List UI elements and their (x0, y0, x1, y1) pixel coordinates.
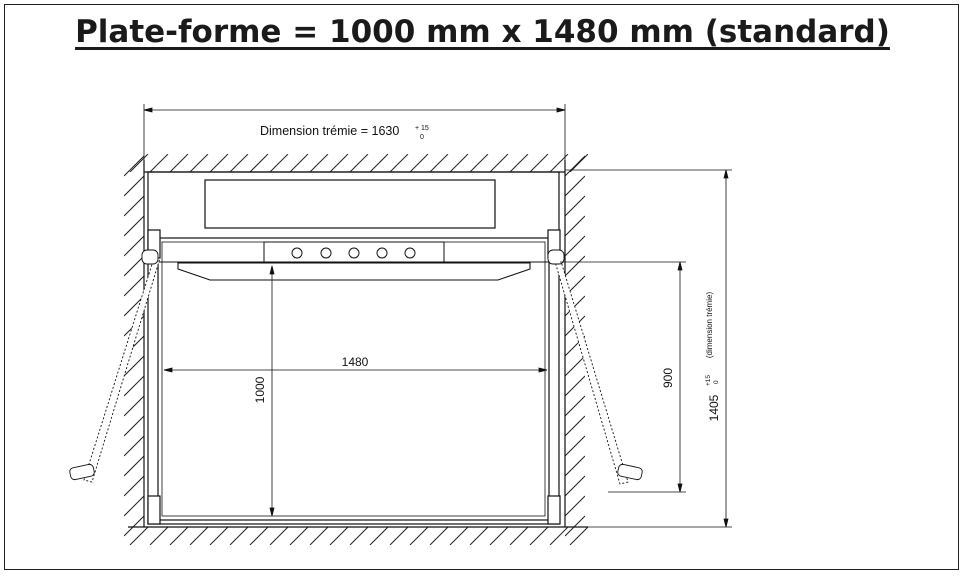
inner-shaft (147, 171, 560, 525)
platform-depth-label: 1000 (253, 376, 267, 403)
trémie-width-tol-upper: + 15 (415, 125, 429, 132)
platform-width-label: 1480 (342, 355, 369, 369)
dimension-1000 (269, 265, 275, 517)
top-wall-hatch (129, 154, 588, 172)
left-swing-ramp (69, 249, 161, 483)
trémie-depth-note: (dimension trémie) (705, 292, 714, 359)
trémie-depth-tol-upper: +15 (705, 375, 712, 386)
handrail (177, 262, 531, 281)
page-title: Plate-forme = 1000 mm x 1480 mm (standar… (75, 14, 890, 50)
trémie-depth-tol-lower: 0 (713, 380, 720, 384)
platform-inner (161, 241, 546, 517)
dimension-1480 (163, 367, 548, 373)
platform-outline (157, 237, 550, 521)
drawing-frame (4, 4, 959, 570)
dimension-trémie-depth (565, 169, 732, 528)
bottom-wall-hatch (129, 527, 588, 545)
trémie-width-label: Dimension trémie = 1630 (260, 124, 399, 138)
dimension-trémie-width (143, 104, 566, 160)
panel-buttons (291, 247, 416, 259)
shaft-outline (128, 160, 588, 528)
ramp-depth-label: 900 (661, 368, 675, 388)
trémie-depth-label: 1405 (707, 394, 721, 421)
dimension-900 (560, 261, 686, 493)
control-box (204, 179, 496, 229)
trémie-width-tol-lower: 0 (420, 134, 424, 141)
right-swing-ramp (547, 249, 643, 485)
wall-hatching (124, 154, 588, 545)
